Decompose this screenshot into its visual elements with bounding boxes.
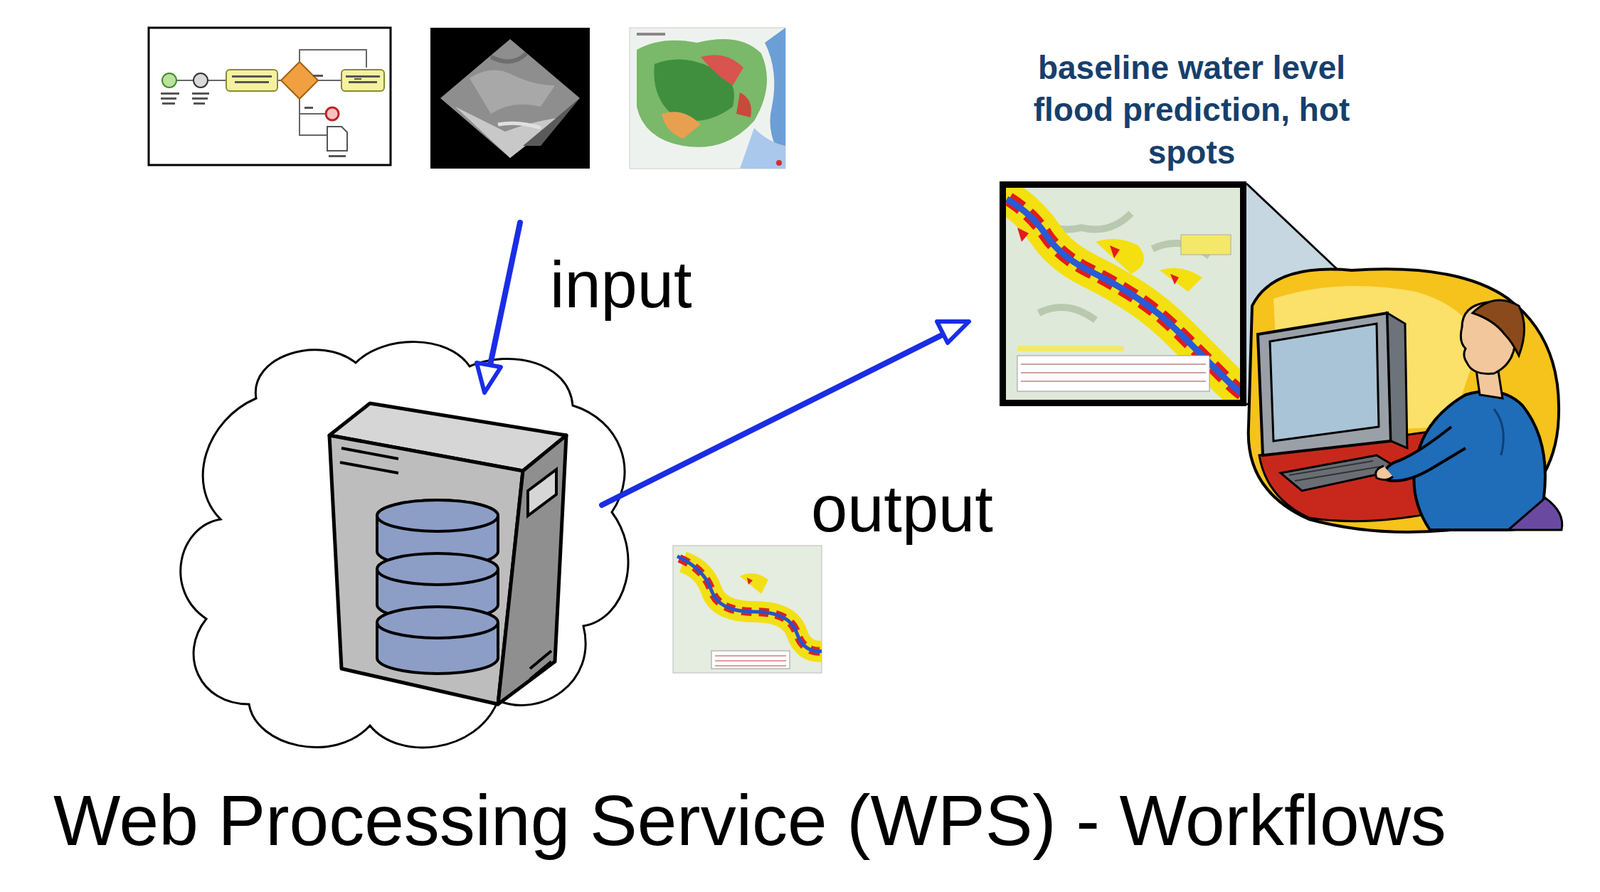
person-at-computer (1248, 268, 1563, 533)
terrain-map (629, 27, 786, 169)
screen-node: baseline water level flood prediction, h… (999, 46, 1377, 407)
satellite-image (430, 27, 590, 169)
server-icon (329, 403, 567, 705)
caption: Web Processing Service (WPS) - Workflows (53, 779, 1447, 862)
flow-arrows (476, 222, 969, 506)
flow-label: input (549, 247, 693, 323)
output-map-thumbnail (673, 545, 826, 674)
flood-map (999, 181, 1253, 407)
flow-label: output (811, 471, 994, 548)
screen-heading: baseline water level flood prediction, h… (1006, 46, 1377, 175)
cloud-shape (180, 342, 629, 748)
screen-frame (999, 181, 1247, 407)
workflow-thumbnail (148, 27, 391, 166)
